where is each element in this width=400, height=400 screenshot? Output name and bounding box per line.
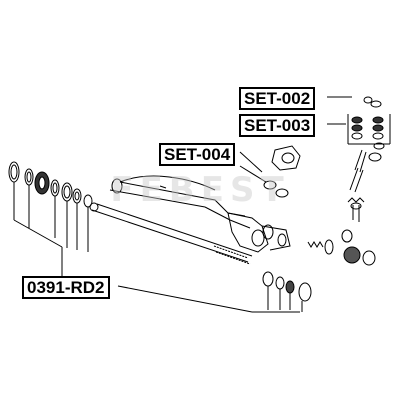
lower-seal [285, 280, 295, 310]
ring-stack-003 [347, 114, 391, 145]
left-clamp [8, 161, 20, 183]
bushing [34, 171, 50, 195]
left-washer [24, 168, 34, 186]
label-set-003[interactable]: SET-003 [239, 114, 316, 137]
bushing-ring-1 [50, 179, 60, 197]
pinion-housing [227, 212, 291, 253]
lock-ring-right [324, 239, 334, 255]
lower-washer-1 [262, 271, 274, 310]
lower-washer-2 [275, 276, 285, 310]
lower-rings [368, 142, 385, 162]
valve-top [271, 145, 301, 171]
label-set-004[interactable]: SET-004 [159, 143, 236, 166]
bushing-ring-3 [72, 188, 82, 204]
label-0391-rd2[interactable]: 0391-RD2 [22, 276, 110, 299]
rack-bar [89, 202, 253, 265]
lower-clamp [298, 282, 312, 312]
rack-housing [109, 175, 251, 229]
spring [307, 241, 324, 248]
label-set-002[interactable]: SET-002 [239, 87, 316, 110]
right-seal [341, 229, 353, 243]
leader-lines-0391 [13, 182, 300, 313]
leader-set-004 [239, 151, 263, 173]
pinion-shaft [347, 149, 367, 222]
bushing-ring-2 [61, 182, 73, 202]
adjusting-plug [343, 246, 376, 266]
set-004-seal [239, 165, 289, 198]
ring-stack-002 [363, 96, 382, 108]
